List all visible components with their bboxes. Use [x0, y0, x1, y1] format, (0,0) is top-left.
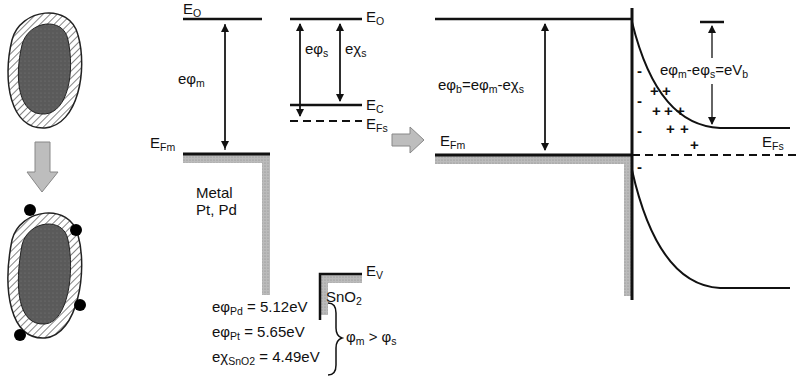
- charge-sign: +: [666, 120, 675, 137]
- level-label: φm > φs: [346, 328, 397, 345]
- contact-bands: [435, 8, 797, 300]
- brace: [328, 303, 342, 375]
- level-label: eφPd = 5.12eV: [212, 298, 308, 315]
- grain-core: [18, 224, 70, 324]
- level-label: EO: [183, 0, 201, 17]
- level-label: eφm: [178, 70, 205, 87]
- charge-sign: +: [650, 82, 659, 99]
- charge-sign: +: [662, 82, 671, 99]
- level-label: EO: [366, 8, 384, 25]
- metal-fill: [435, 156, 632, 164]
- charge-sign: +: [680, 120, 689, 137]
- charge-sign: -: [637, 122, 642, 139]
- level-label: EFs: [762, 133, 784, 150]
- metal-particles: [14, 204, 86, 341]
- level-label: eφb=eφm-eχs: [438, 76, 524, 93]
- charge-sign: +: [690, 136, 699, 153]
- grain-shell: [8, 13, 82, 128]
- level-label: eχSnO2 = 4.49eV: [212, 348, 320, 365]
- level-label: eφPt = 5.65eV: [212, 323, 305, 340]
- sno2-levels: [290, 19, 362, 121]
- charge-sign: +: [664, 102, 673, 119]
- grain-shell: [8, 213, 82, 338]
- charge-sign: -: [637, 92, 642, 109]
- metal-fill: [262, 155, 270, 295]
- level-label: eχs: [345, 40, 366, 57]
- level-label: eφm-eφs=eVb: [660, 61, 748, 78]
- charge-sign: -: [637, 62, 642, 79]
- level-label: EFm: [440, 132, 465, 149]
- charge-sign: +: [676, 102, 685, 119]
- charge-sign: +: [652, 102, 661, 119]
- metal-fill: [183, 155, 270, 163]
- valence-band: [320, 274, 362, 320]
- fermi-level: [183, 153, 270, 156]
- level-label: EFs: [366, 115, 388, 132]
- level-label: eφs: [305, 40, 328, 57]
- charge-sign: -: [637, 158, 642, 175]
- level-label: EFm: [150, 134, 175, 151]
- level-label: EV: [366, 262, 383, 279]
- process-arrow: [392, 127, 424, 153]
- process-arrow: [27, 142, 58, 192]
- grain-core: [18, 24, 70, 114]
- level-label: EC: [366, 96, 384, 113]
- level-label: Metal Pt, Pd: [196, 184, 254, 219]
- level-label: SnO2: [326, 288, 362, 305]
